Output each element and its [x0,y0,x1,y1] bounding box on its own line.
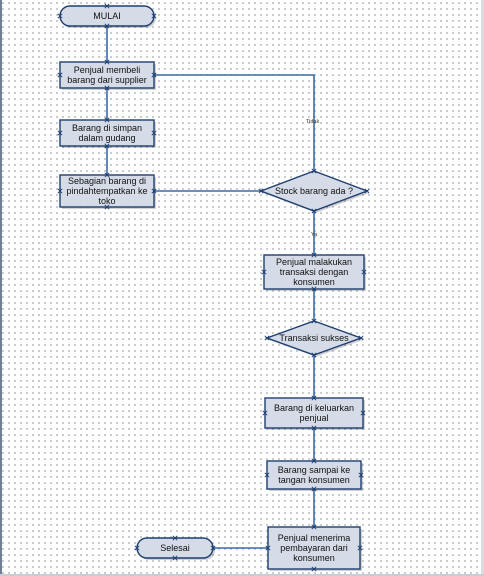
connection-point-icon [358,472,364,478]
node-move-label-line: toko [98,196,115,206]
node-release-label-line: Barang di keluarkan [274,403,354,413]
connection-point-icon [311,395,317,401]
connection-point-icon [172,535,178,541]
connector-stock-to-buy[interactable] [154,74,315,171]
node-start-label-line: MULAI [93,11,121,21]
node-start[interactable]: MULAI [57,3,157,29]
connection-point-icon [360,410,366,416]
process-shape [59,61,155,89]
connection-point-icon [57,13,63,19]
node-transact-label-line: konsumen [293,277,335,287]
connection-point-icon [364,188,370,194]
edge-label-stock-to-buy: Tidak [306,119,319,125]
connection-point-icon [104,117,110,123]
window-bottom-edge [0,574,484,576]
node-payment-label-line: pembayaran dari [280,543,348,553]
connection-point-icon [311,352,317,358]
connection-point-icon [311,425,317,431]
process-shape [264,397,364,429]
connection-point-icon [311,208,317,214]
connection-point-icon [311,286,317,292]
node-move-label-line: Sebagian barang di [68,176,146,186]
node-move-label-line: pindahtempatkan ke [66,186,147,196]
connection-point-icon [57,130,63,136]
connectors-layer [106,26,315,549]
connection-point-icon [172,555,178,561]
connection-point-icon [57,72,63,78]
node-stock-label-line: Stock barang ada ? [275,186,353,196]
connection-point-icon [104,143,110,149]
node-transact-label-line: transaksi dengan [280,267,349,277]
connection-point-icon [361,269,367,275]
connection-point-icon [358,335,364,341]
node-store-label-line: Barang di simpan [72,123,142,133]
node-payment-label-line: konsumen [293,553,335,563]
node-stock[interactable]: Stock barang ada ? [258,168,370,214]
connection-point-icon [357,545,363,551]
connection-point-icon [311,458,317,464]
window-right-edge [481,0,484,576]
connection-point-icon [104,23,110,29]
connection-point-icon [262,410,268,416]
connection-point-icon [210,545,216,551]
edge-label-stock-to-transact: Ya [311,232,318,238]
connection-point-icon [264,335,270,341]
node-release-label-line: penjual [299,413,328,423]
connection-point-icon [311,566,317,572]
node-deliver-label-line: tangan konsumen [278,475,350,485]
process-shape [59,174,155,208]
connection-point-icon [104,172,110,178]
connection-point-icon [311,168,317,174]
connection-point-icon [265,545,271,551]
connection-point-icon [151,130,157,136]
node-store-label-line: dalam gudang [78,133,135,143]
connection-point-icon [151,13,157,19]
node-buy-label-line: barang dari supplier [67,75,147,85]
connection-point-icon [311,318,317,324]
node-buy-label-line: Penjual membeli [74,65,141,75]
node-transact-label-line: Penjual malakukan [276,257,352,267]
connection-point-icon [104,3,110,9]
connection-point-icon [261,269,267,275]
connection-point-icon [151,188,157,194]
node-deliver-label-line: Barang sampai ke [278,465,351,475]
node-end-label-line: Selesai [160,543,190,553]
connection-point-icon [258,188,264,194]
connection-point-icon [134,545,140,551]
connection-point-icon [104,59,110,65]
connection-point-icon [104,204,110,210]
connection-point-icon [57,188,63,194]
node-payment-label-line: Penjual menerima [278,533,351,543]
connection-point-icon [311,524,317,530]
connection-point-icon [151,72,157,78]
connection-point-icon [104,85,110,91]
connection-point-icon [311,252,317,258]
connection-point-icon [311,486,317,492]
node-success-label-line: Transaksi sukses [279,333,349,343]
node-end[interactable]: Selesai [134,535,216,561]
node-success[interactable]: Transaksi sukses [264,318,364,358]
window-left-edge [0,0,2,576]
connection-point-icon [264,472,270,478]
